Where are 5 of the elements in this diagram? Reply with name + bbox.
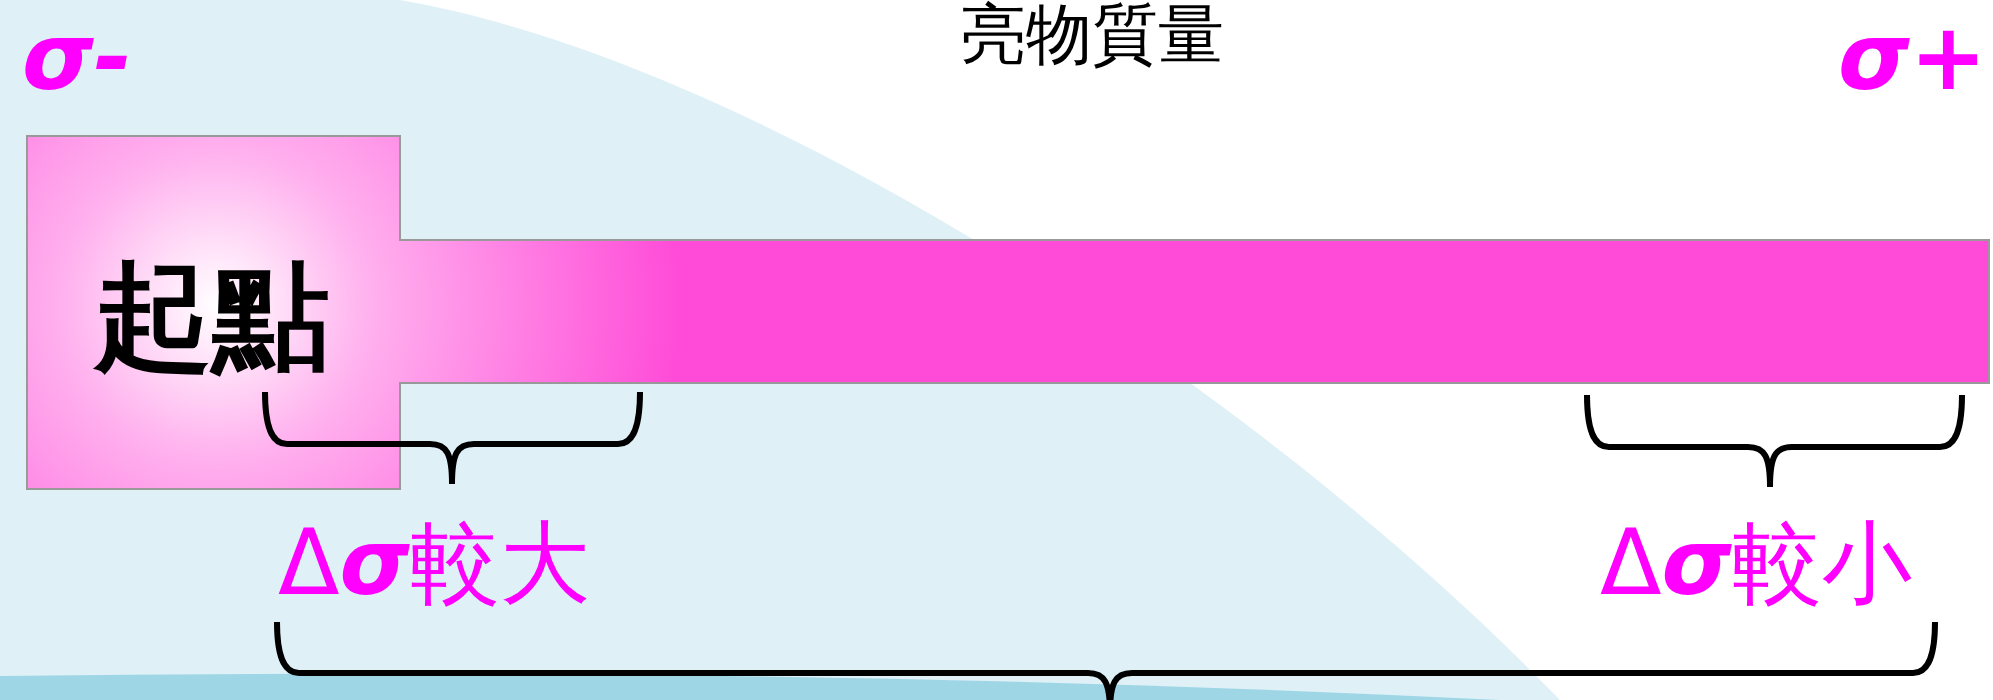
sigma-label: σ+ <box>1838 12 1987 104</box>
sigma-label: σ- <box>22 12 132 104</box>
start-label: 起點 <box>94 257 330 375</box>
title: 亮物質量 <box>960 2 1224 68</box>
delta-sigma-label: Δσ較大 <box>278 518 590 608</box>
